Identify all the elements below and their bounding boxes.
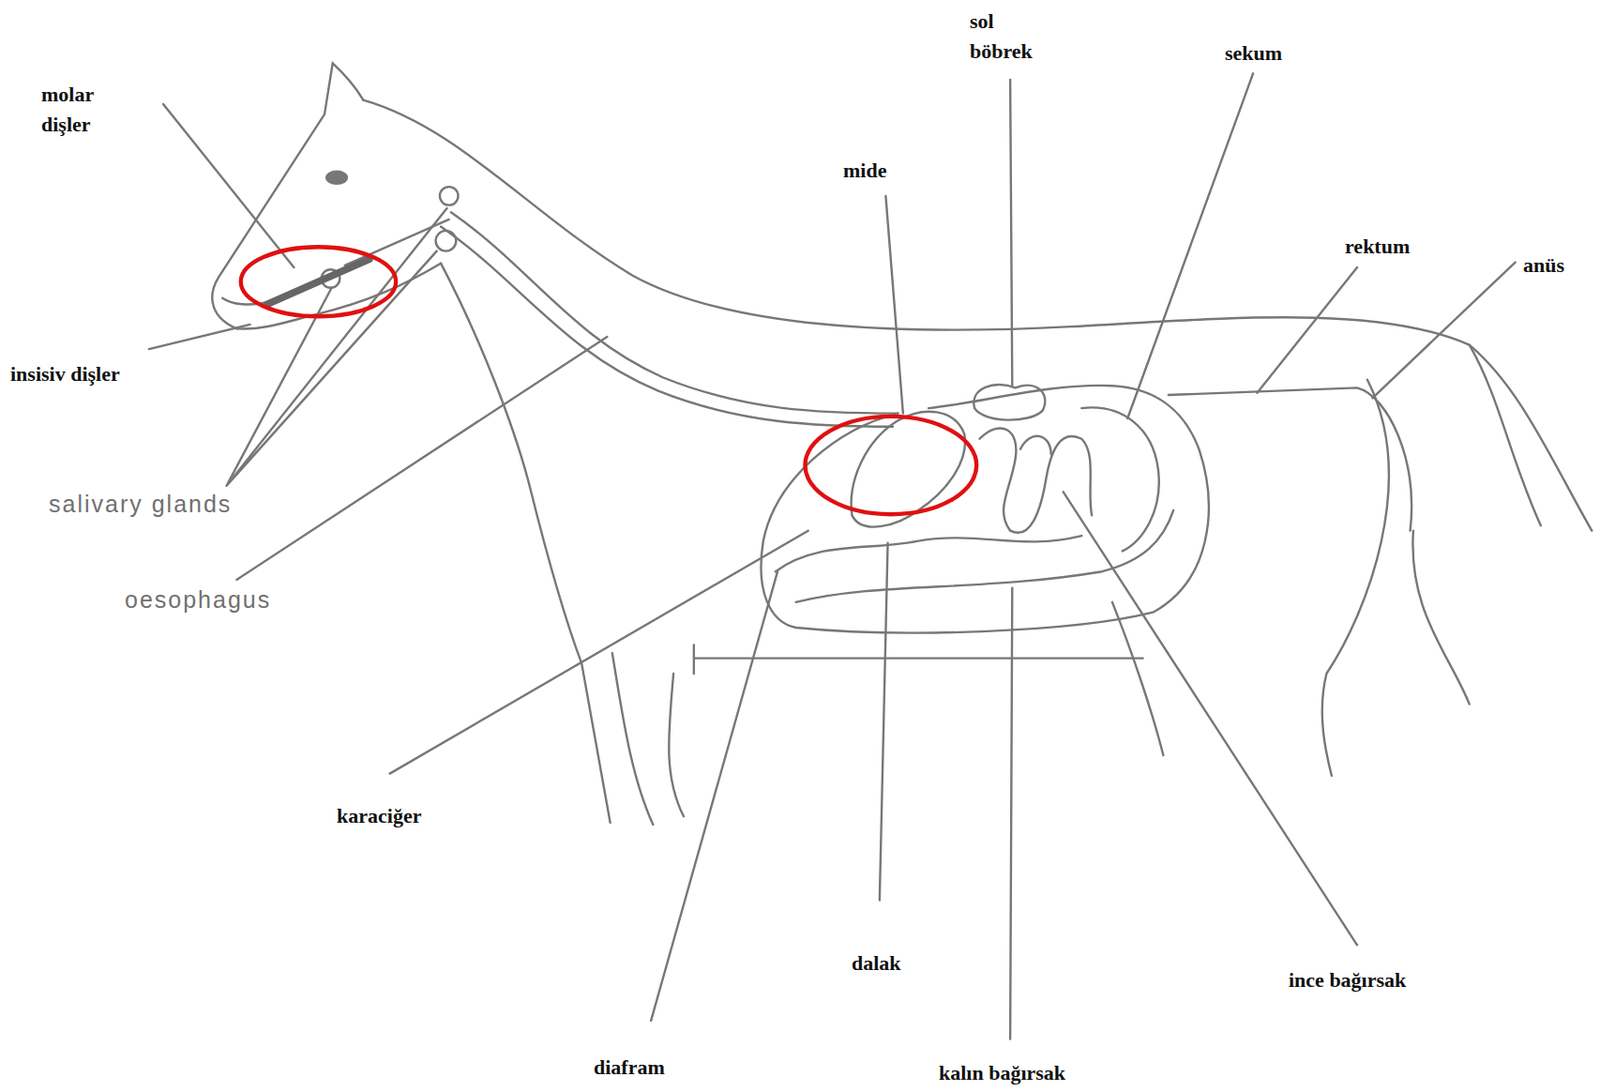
- organ-label: oesophagus: [124, 586, 272, 614]
- organ-label: mide: [843, 155, 887, 186]
- organ-label: anüs: [1523, 250, 1565, 281]
- organ-label: salivary glands: [48, 490, 232, 518]
- organ-label: dalak: [851, 948, 902, 979]
- organ-label: insisiv dişler: [10, 359, 121, 390]
- organ-label: ince bağırsak: [1288, 965, 1406, 996]
- organ-label: kalın bağırsak: [938, 1057, 1066, 1088]
- organ-label: sol böbrek: [969, 6, 1033, 67]
- organ-label: rektum: [1344, 231, 1410, 262]
- organ-label: sekum: [1224, 38, 1283, 69]
- organ-label: molar dişler: [41, 79, 94, 140]
- organ-label: diafram: [593, 1052, 665, 1083]
- organ-label: karaciğer: [336, 800, 422, 831]
